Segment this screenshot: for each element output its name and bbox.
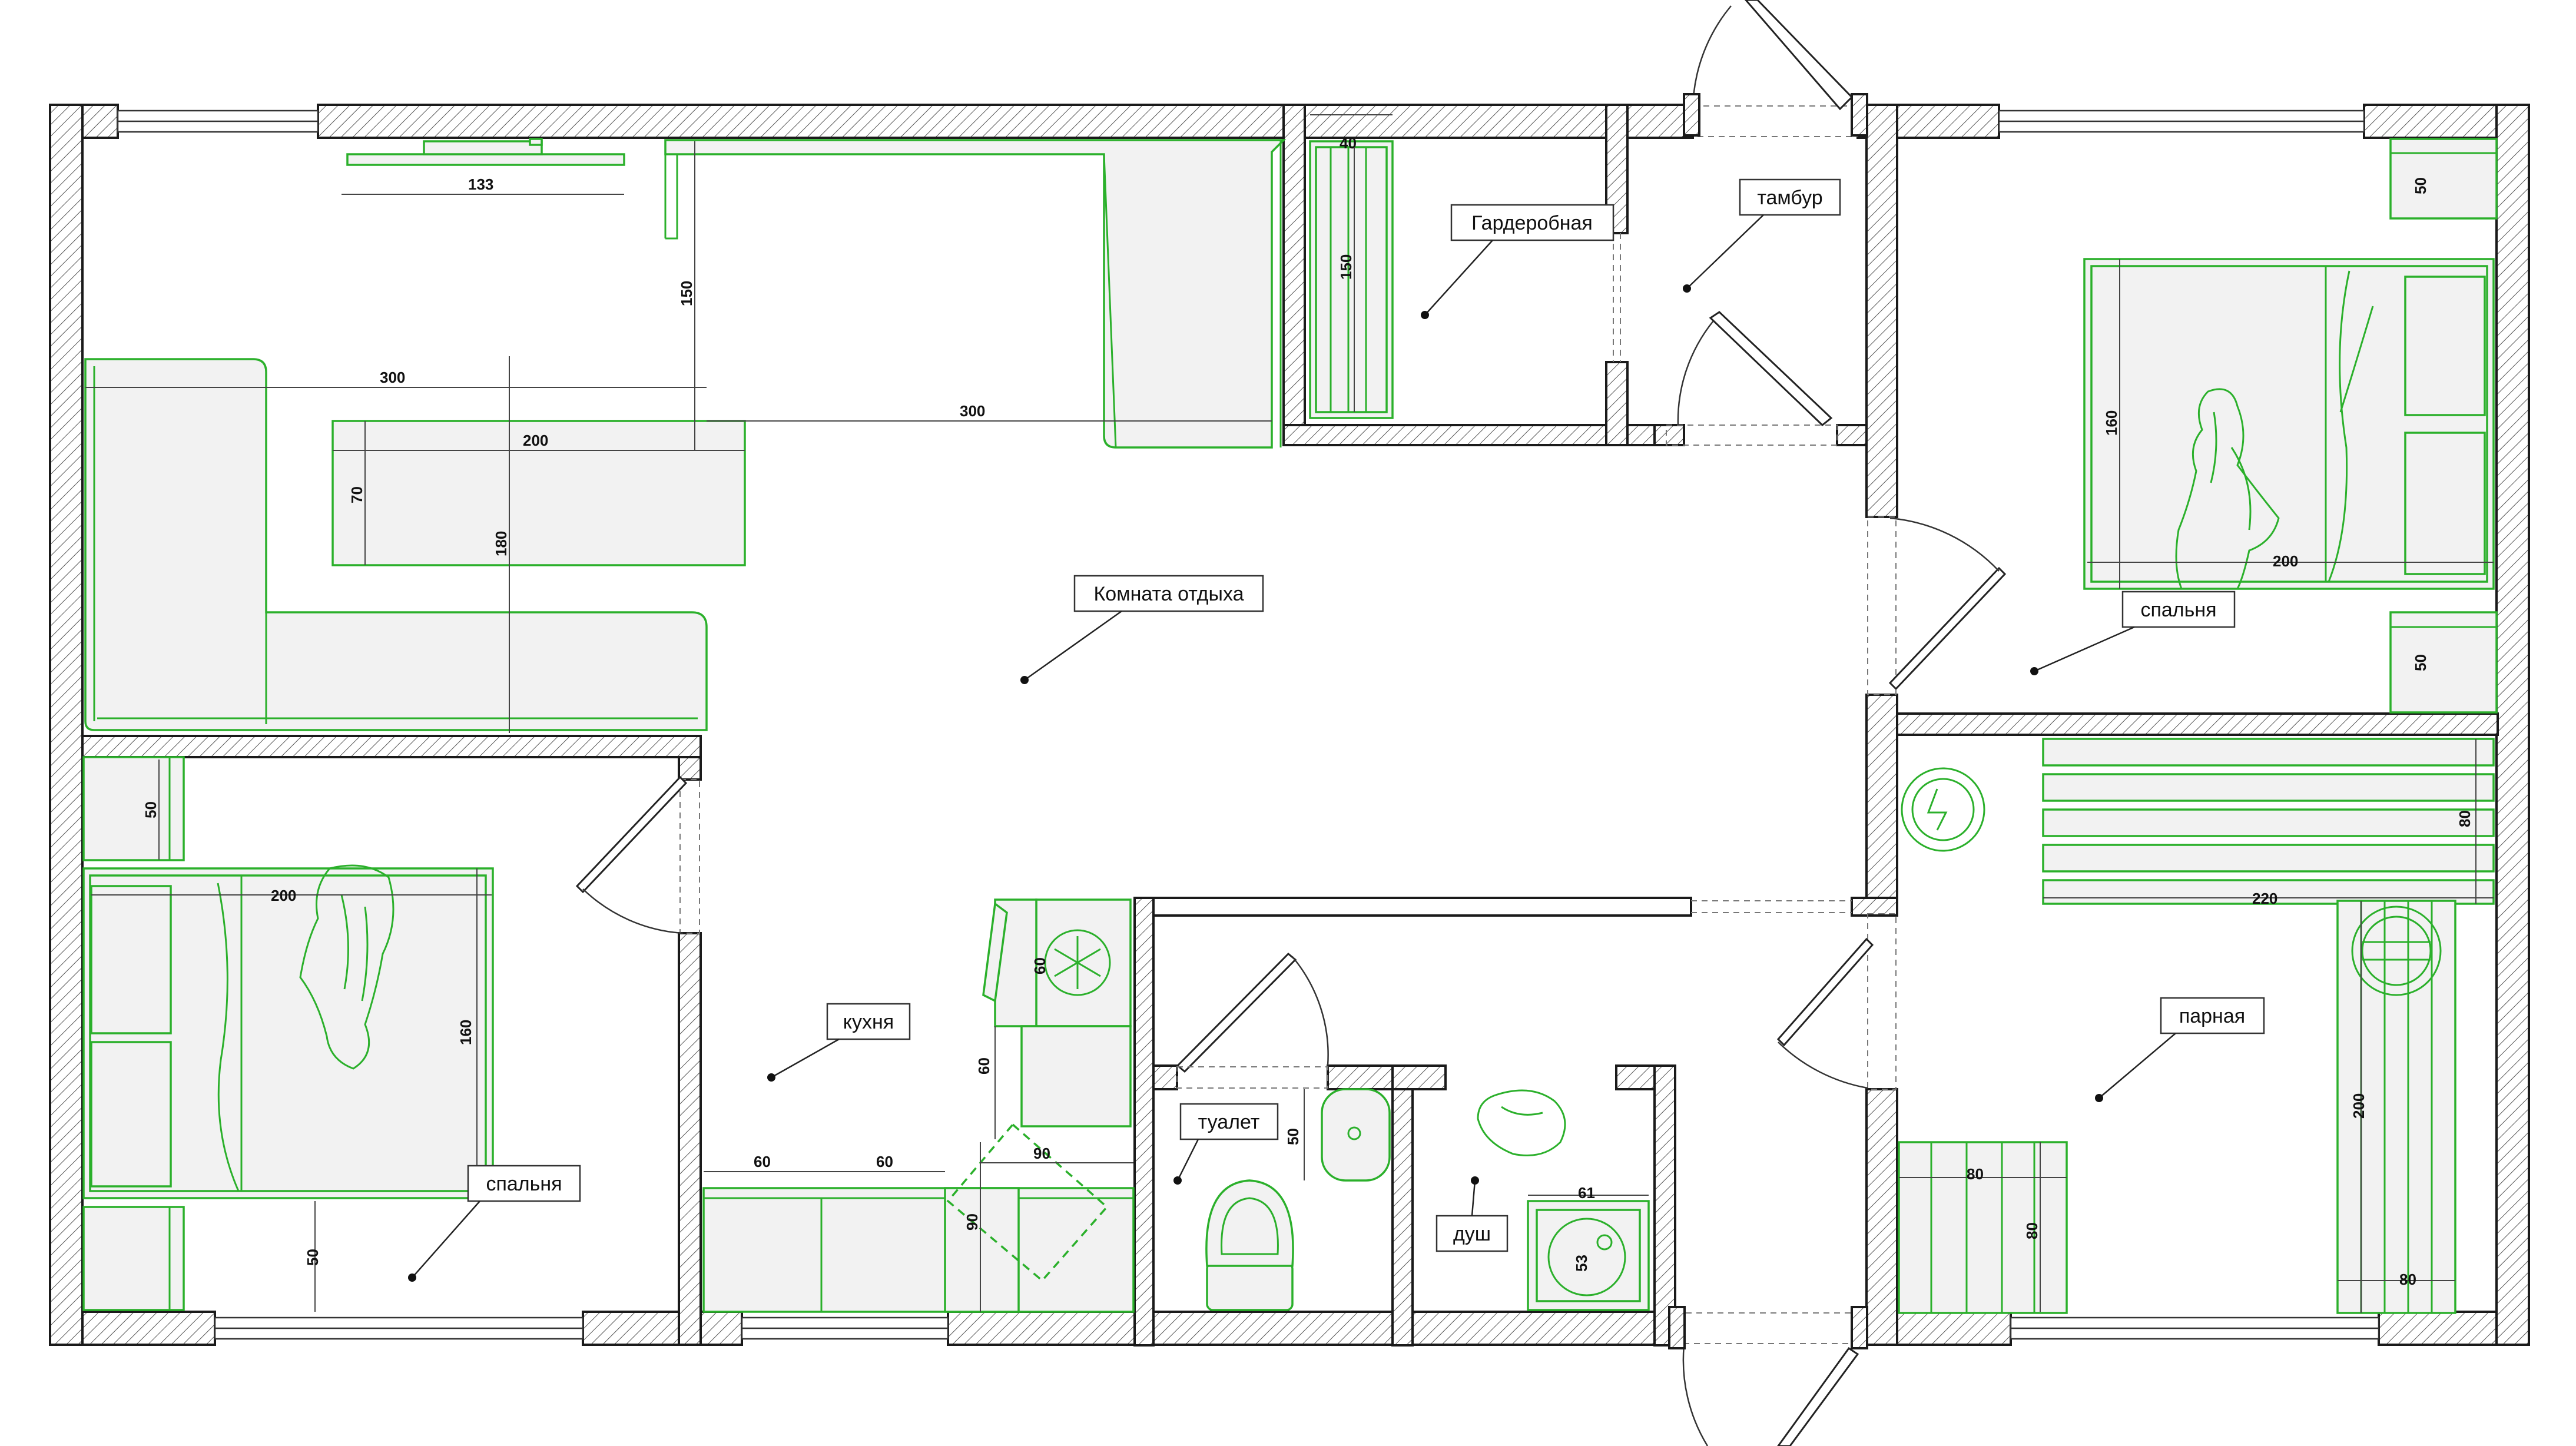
dim-sofa-right-length: 300 bbox=[960, 402, 985, 420]
heater-stove-icon bbox=[1901, 767, 1985, 852]
dim-bed-left-width: 160 bbox=[457, 1020, 475, 1045]
dim-tub-depth: 80 bbox=[2023, 1222, 2041, 1239]
wardrobe-furniture bbox=[1309, 140, 1394, 419]
snowflake-icon bbox=[1044, 929, 1111, 996]
coffee-table bbox=[331, 420, 746, 566]
label-wardrobe: Гардеробная bbox=[1421, 204, 1614, 319]
dim-sofa-depth: 150 bbox=[678, 281, 695, 306]
person-sketch-shower bbox=[1477, 1089, 1566, 1156]
left-bedroom-furniture bbox=[82, 756, 494, 1311]
label-toilet: туалет bbox=[1173, 1103, 1279, 1185]
dim-kitchen-module-1: 60 bbox=[754, 1153, 771, 1170]
walls bbox=[49, 104, 2530, 1346]
shower-furniture bbox=[1477, 1089, 1650, 1311]
dim-bench-side-length: 200 bbox=[2350, 1093, 2368, 1119]
svg-text:Комната отдыха: Комната отдыха bbox=[1094, 583, 1244, 605]
nightstand-right-top bbox=[2389, 138, 2498, 220]
nightstand-left-top bbox=[82, 756, 185, 861]
dim-table-width: 200 bbox=[523, 432, 548, 449]
dim-sink-depth: 50 bbox=[1284, 1128, 1302, 1145]
person-sketch-left bbox=[299, 864, 394, 1070]
label-bedroom-left: спальня bbox=[408, 1165, 581, 1282]
dim-kitchen-counter-side: 60 bbox=[975, 1057, 993, 1074]
dim-shower-width: 61 bbox=[1578, 1184, 1595, 1202]
dim-corner-sofa-depth: 180 bbox=[492, 531, 510, 556]
label-steam-room: парная bbox=[2095, 997, 2265, 1102]
dim-nightstand-right-bottom: 50 bbox=[2412, 654, 2429, 671]
dim-nightstand-right-top: 50 bbox=[2412, 177, 2429, 194]
dim-tub-width: 80 bbox=[1967, 1165, 1984, 1183]
person-sketch-right bbox=[2175, 388, 2280, 590]
svg-text:тамбур: тамбур bbox=[1757, 187, 1822, 209]
dim-bench-depth: 80 bbox=[2456, 810, 2474, 827]
dim-shower-drain: 53 bbox=[1573, 1255, 1590, 1272]
dim-bed-right-width: 160 bbox=[2103, 410, 2120, 436]
kitchen-furniture bbox=[702, 898, 1135, 1313]
doors bbox=[575, 0, 2007, 1446]
right-bedroom-furniture bbox=[2083, 138, 2498, 714]
l-sofa-left bbox=[84, 358, 708, 731]
sink bbox=[1321, 1088, 1391, 1182]
toilet-bowl bbox=[1205, 1179, 1294, 1311]
dim-nightstand-left-top: 50 bbox=[142, 801, 160, 818]
svg-text:душ: душ bbox=[1453, 1223, 1491, 1245]
bench-low bbox=[1898, 1141, 2068, 1314]
dim-fridge: 60 bbox=[1031, 957, 1049, 974]
label-kitchen: кухня bbox=[767, 1003, 911, 1082]
label-living: Комната отдыха bbox=[1020, 575, 1264, 684]
dim-nightstand-left-bottom: 50 bbox=[304, 1249, 321, 1266]
svg-text:спальня: спальня bbox=[486, 1173, 562, 1195]
windows bbox=[117, 110, 2380, 1340]
nightstand-right-bottom bbox=[2389, 611, 2498, 714]
tv bbox=[346, 138, 625, 166]
dim-wardrobe-depth: 150 bbox=[1337, 254, 1355, 280]
svg-text:туалет: туалет bbox=[1198, 1111, 1260, 1133]
label-shower: душ bbox=[1435, 1176, 1509, 1252]
living-room-furniture bbox=[84, 138, 1287, 731]
toilet-furniture bbox=[1205, 1088, 1391, 1311]
dimension-lines: 133 150 300 300 200 70 180 40 150 200 16… bbox=[85, 114, 2494, 1313]
room-labels: Комната отдыха Гардеробная тамбур спальн… bbox=[408, 178, 2265, 1282]
label-bedroom-right: спальня bbox=[2030, 591, 2236, 675]
dim-kitchen-module-2: 60 bbox=[876, 1153, 893, 1170]
dim-tv-width: 133 bbox=[468, 175, 493, 193]
svg-text:парная: парная bbox=[2179, 1005, 2245, 1027]
dim-bench-length: 220 bbox=[2252, 890, 2277, 907]
steam-room-furniture bbox=[1898, 738, 2495, 1314]
nightstand-left-bottom bbox=[82, 1206, 185, 1311]
fridge bbox=[1035, 898, 1132, 1027]
bucket-icon bbox=[2351, 906, 2442, 996]
svg-text:Гардеробная: Гардеробная bbox=[1471, 212, 1593, 234]
label-vestibule: тамбур bbox=[1683, 178, 1841, 293]
svg-text:кухня: кухня bbox=[843, 1011, 894, 1033]
dim-table-depth: 70 bbox=[348, 486, 366, 503]
svg-text:спальня: спальня bbox=[2140, 599, 2216, 621]
dim-kitchen-corner-w: 90 bbox=[1033, 1145, 1050, 1162]
dim-bed-right-length: 200 bbox=[2273, 552, 2298, 570]
dim-kitchen-corner-h: 90 bbox=[963, 1213, 981, 1231]
dim-bench-side-width: 80 bbox=[2399, 1271, 2416, 1288]
l-sofa-upper bbox=[664, 139, 1287, 449]
dim-bed-left-length: 200 bbox=[271, 887, 296, 904]
dim-sofa-left-length: 300 bbox=[380, 369, 405, 386]
bench-upper bbox=[2042, 738, 2495, 905]
